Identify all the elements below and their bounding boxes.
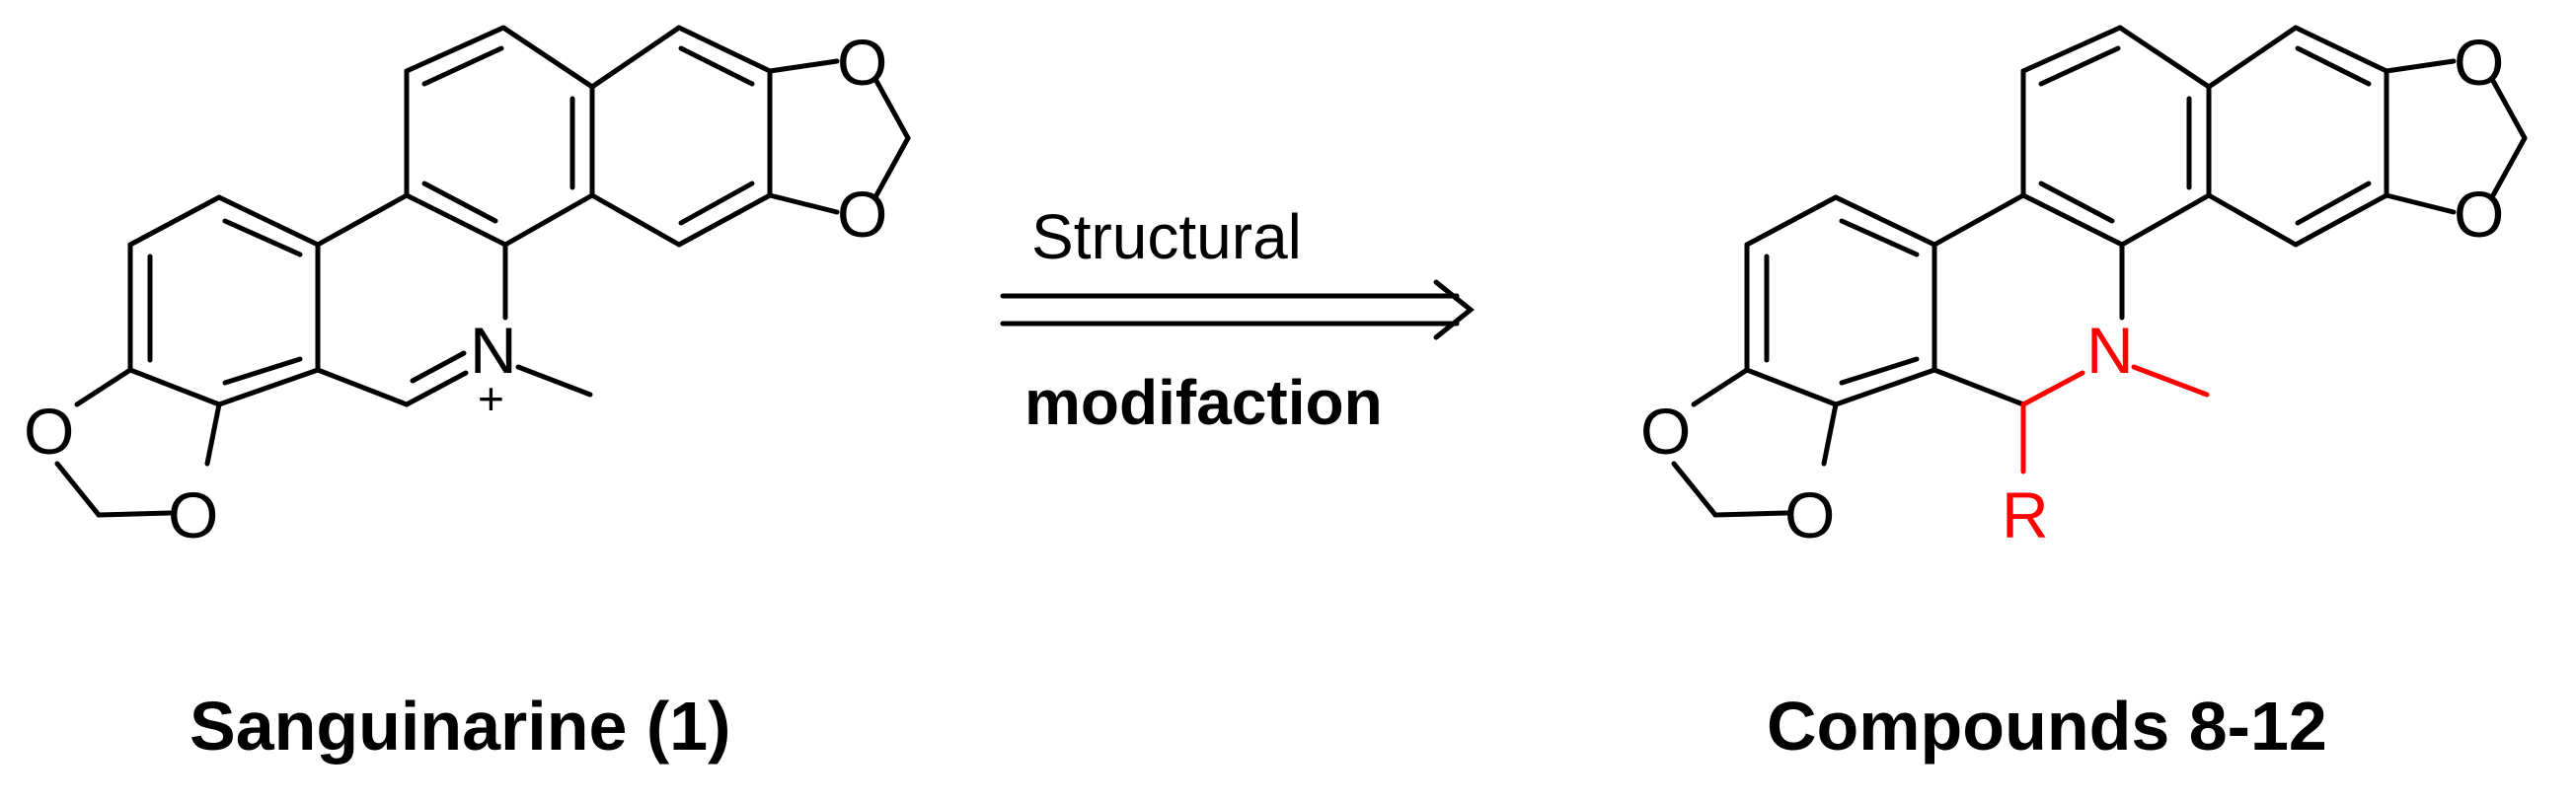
- left-oxygen-top-right: O: [837, 26, 887, 99]
- right-oxygen-top-right: O: [2454, 26, 2504, 99]
- right-caption: Compounds 8-12: [1767, 688, 2327, 765]
- sanguinarine-structure: O O O O N +: [24, 25, 911, 551]
- right-oxygen-bottom-right: O: [2454, 178, 2504, 251]
- arrow-label-bottom: modifaction: [1024, 367, 1383, 438]
- reaction-arrow: Structural modifaction: [1000, 201, 1476, 438]
- right-oxygen-top-left: O: [1640, 395, 1691, 468]
- arrow-label-top: Structural: [1031, 201, 1302, 272]
- left-oxygen-bottom-right: O: [837, 178, 887, 251]
- left-oxygen-bottom-left: O: [168, 478, 218, 551]
- left-nitrogen: N: [470, 314, 517, 387]
- left-nitrogen-charge: +: [478, 373, 504, 424]
- right-oxygen-bottom-left: O: [1784, 478, 1835, 551]
- left-oxygen-top-left: O: [24, 395, 74, 468]
- right-nitrogen: N: [2086, 314, 2134, 387]
- left-caption: Sanguinarine (1): [189, 688, 730, 765]
- compounds-structure: O O O O N R: [1640, 25, 2528, 551]
- right-r-group: R: [2002, 478, 2049, 551]
